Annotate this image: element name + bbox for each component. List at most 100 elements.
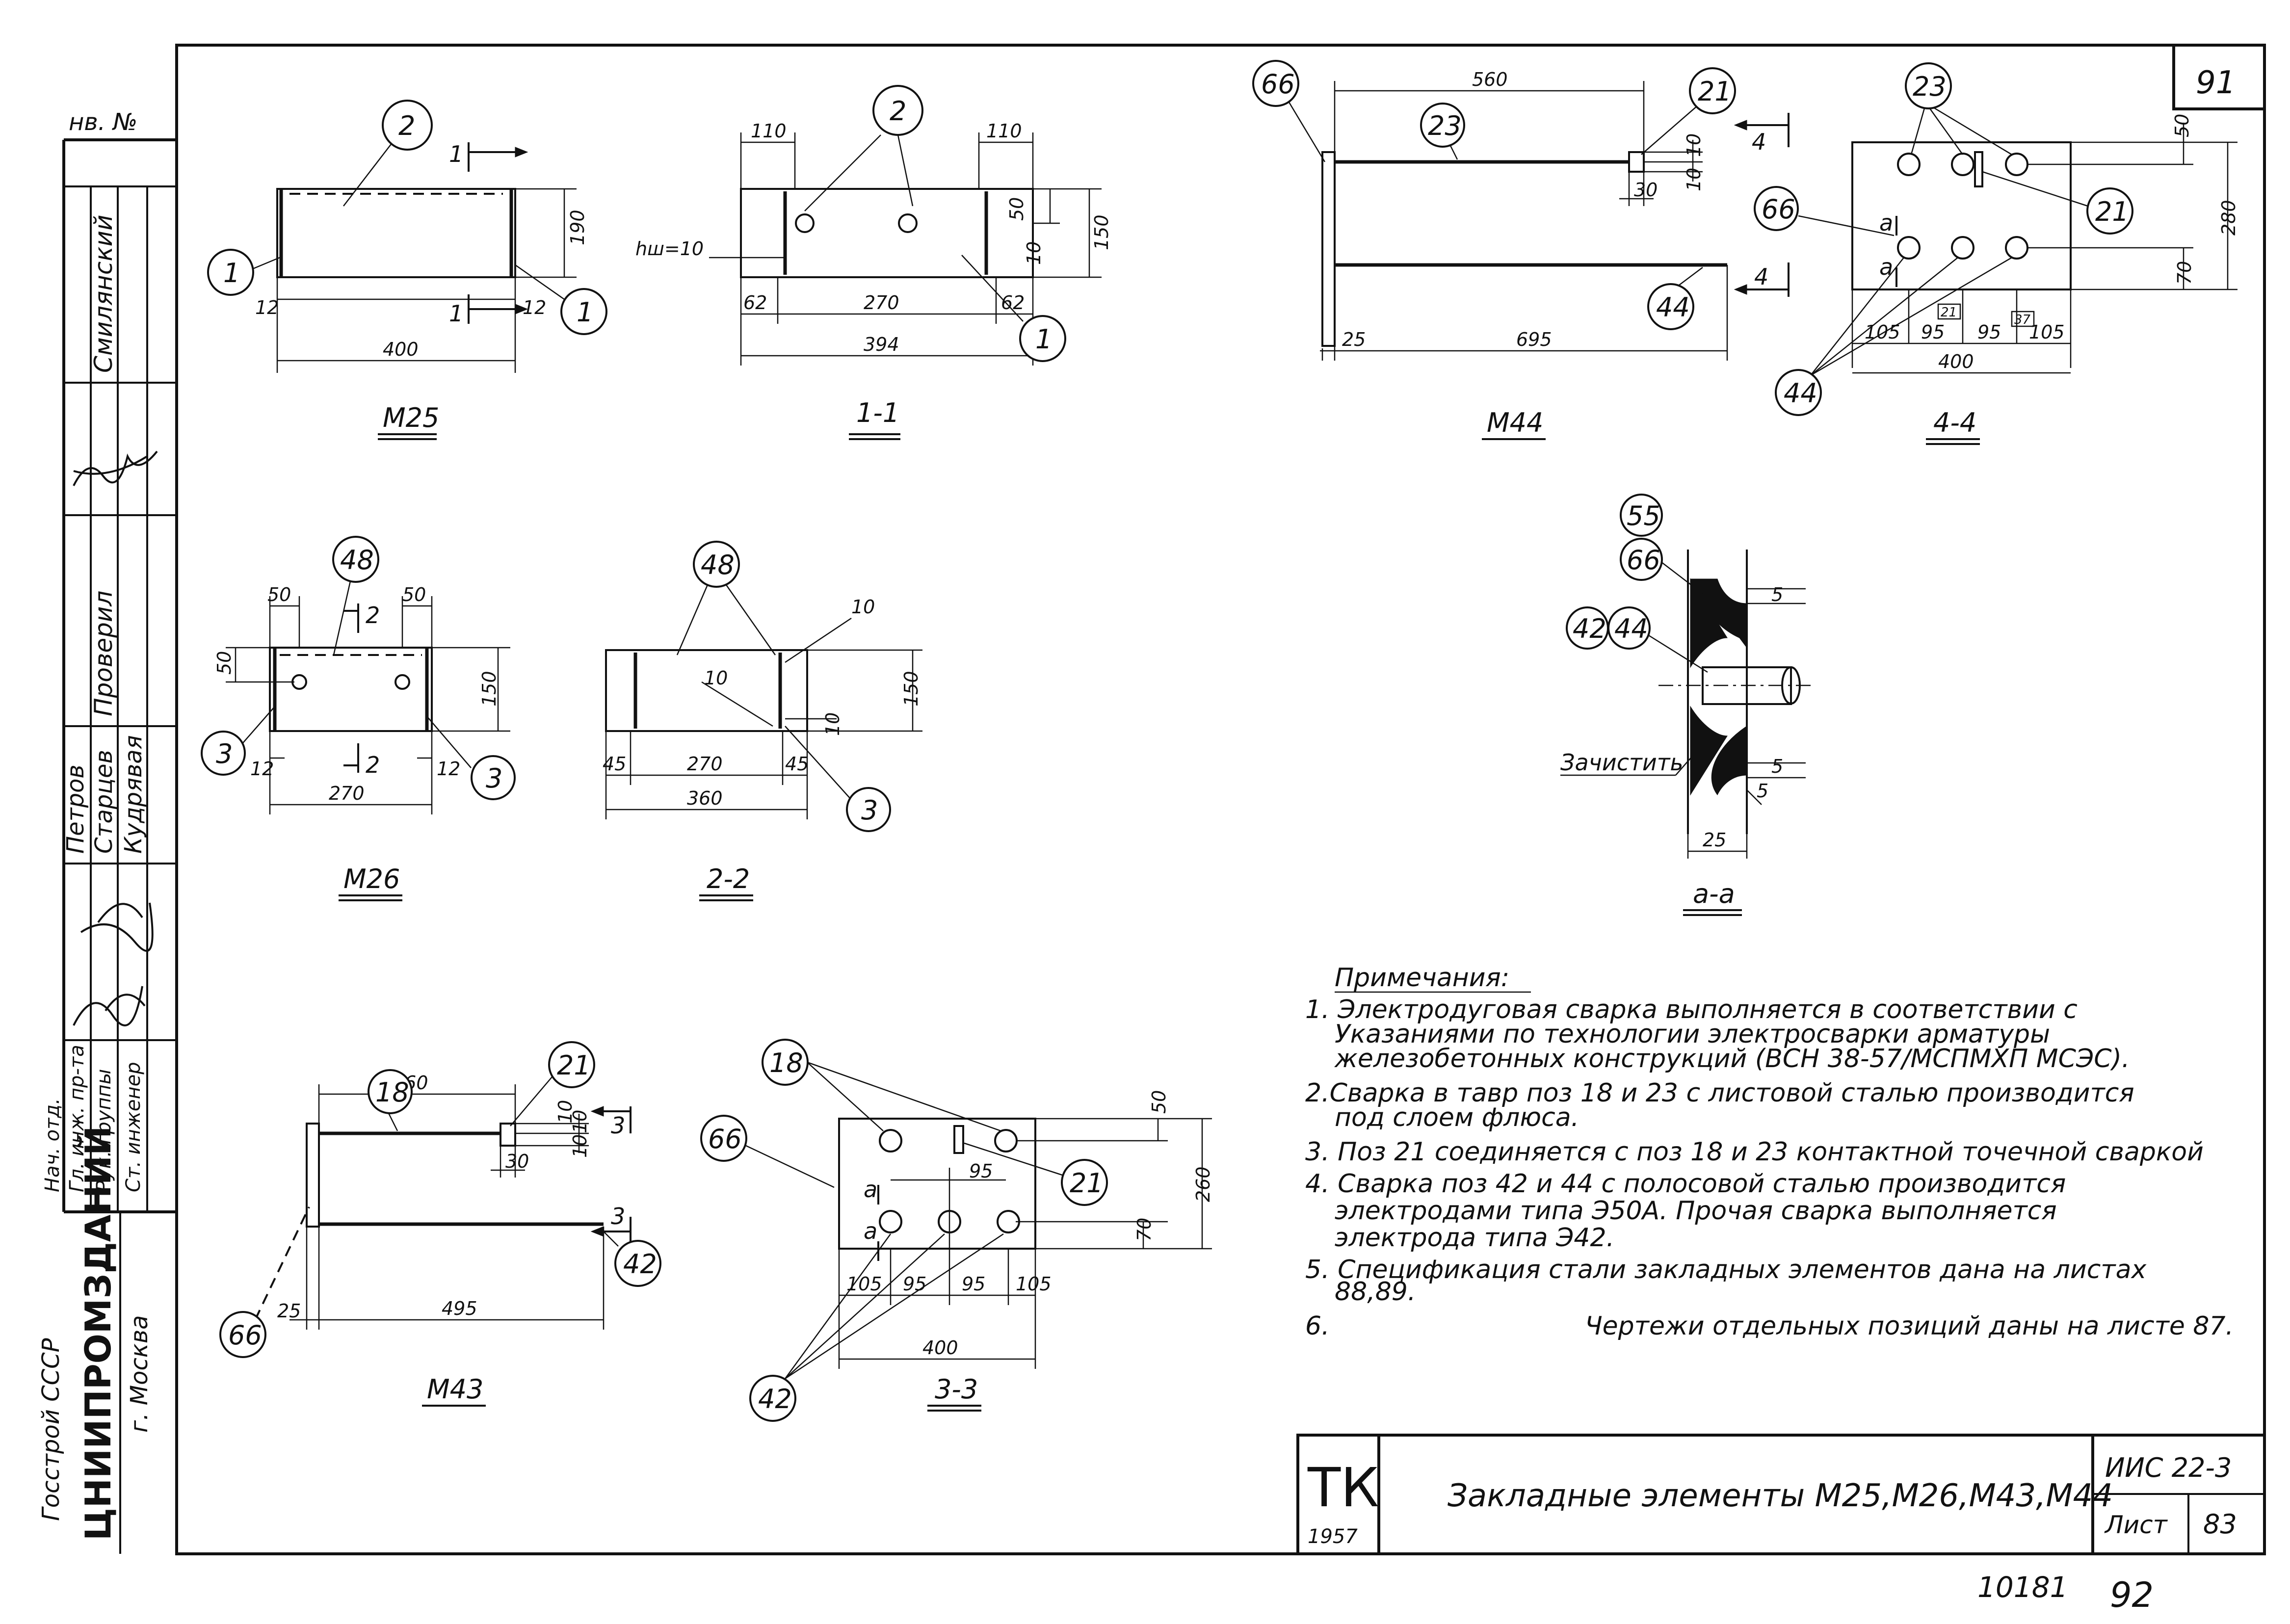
- section-mark: а: [864, 1218, 877, 1244]
- inv-label: нв. №: [69, 108, 137, 136]
- dim-text: 50: [1148, 1090, 1170, 1114]
- notes-heading: Примечания:: [1335, 963, 1509, 993]
- dim-text: 105: [2029, 321, 2065, 343]
- view-m43: 360 10 10 10 30 25 495 3 3 21 18 66: [219, 1041, 661, 1407]
- dim-text: 270: [864, 292, 899, 314]
- dim-text: 95: [962, 1273, 985, 1295]
- dim-text: 10: [569, 1110, 591, 1133]
- weld-note: hш=10: [635, 238, 704, 260]
- dim-text: 50: [2171, 114, 2193, 137]
- bubble-label: 66: [708, 1124, 742, 1154]
- dim-text: 50: [402, 584, 426, 605]
- dim-text: 50: [1006, 197, 1027, 221]
- section-mark: 1: [449, 141, 463, 167]
- dim-text: 50: [213, 651, 235, 675]
- title-logo: ТК: [1307, 1456, 1379, 1519]
- bubble-label: 21: [2095, 196, 2129, 227]
- note-line: 3. Поз 21 соединяется с поз 18 и 23 конт…: [1305, 1137, 2204, 1167]
- checked-name: Смилянский: [89, 214, 118, 373]
- bubble-label: 42: [1573, 613, 1606, 644]
- bubble-label: 18: [769, 1048, 803, 1078]
- dim-text: 110: [986, 120, 1022, 142]
- dim-text: 12: [255, 297, 279, 318]
- bubble-label: 44: [1784, 378, 1817, 409]
- bubble-label: 1: [577, 297, 593, 328]
- bubble-label: 66: [1762, 194, 1795, 225]
- section-mark: а: [1879, 254, 1893, 280]
- dim-text: 394: [864, 334, 899, 355]
- note-line: 4. Сварка поз 42 и 44 с полосовой сталью…: [1305, 1169, 2066, 1199]
- bubble-label: 3: [861, 795, 878, 826]
- note-line: 6.: [1305, 1311, 1330, 1341]
- dim-text: 5: [1757, 780, 1768, 802]
- view-caption: М44: [1487, 407, 1543, 438]
- dim-text: 10: [554, 1100, 576, 1124]
- dim-text: 25: [1342, 329, 1366, 350]
- view-m25: 400 12 12 190 1 1 2 1 1 М25: [207, 100, 607, 440]
- view-caption: М26: [343, 864, 400, 894]
- note-line: Указаниями по технологии электросварки а…: [1335, 1020, 2050, 1049]
- bubble-label: 66: [1261, 69, 1295, 100]
- dim-text: 560: [1472, 69, 1508, 90]
- organisation: ЦНИИПРОМЗДАНИЙ: [78, 1126, 119, 1541]
- dim-text: 45: [785, 753, 809, 775]
- bubble-label: 48: [340, 545, 374, 576]
- dim-text: 400: [922, 1337, 958, 1359]
- role-3: Рук. группы: [93, 1069, 115, 1192]
- view-caption: 4-4: [1933, 407, 1976, 438]
- dim-text: 62: [743, 292, 767, 314]
- page-number-box: [2172, 44, 2266, 110]
- role-1: Нач. отд.: [41, 1098, 64, 1192]
- dim-text: 360: [687, 787, 723, 809]
- view-m44: 560 10 10 30 25 695 4 4 66 23 21: [1252, 60, 1790, 440]
- dim-text: 190: [567, 210, 588, 245]
- dim-text: 95: [903, 1273, 926, 1295]
- dim-text: 495: [442, 1298, 477, 1319]
- bubble-label: 2: [890, 96, 906, 127]
- section-mark: 4: [1752, 129, 1766, 155]
- view-caption: а-а: [1693, 878, 1735, 909]
- dim-text: 5: [1771, 584, 1783, 605]
- dim-text: 95: [1921, 321, 1945, 343]
- bubble-label: 44: [1614, 613, 1648, 644]
- bubble-label: 3: [216, 738, 233, 769]
- dim-text: 10: [822, 712, 843, 736]
- marker-tag: 21: [1941, 305, 1957, 320]
- dim-text: 270: [687, 753, 723, 775]
- section-mark: 3: [611, 1203, 625, 1230]
- signature: [73, 450, 158, 486]
- dim-text: 70: [2174, 261, 2195, 285]
- dim-text: 50: [267, 584, 291, 605]
- section-mark: а: [864, 1176, 877, 1203]
- section-mark: 2: [366, 752, 380, 778]
- notes: Примечания: 1. Электродуговая сварка вып…: [1305, 963, 2234, 1341]
- note-line: электродами типа Э50А. Прочая сварка вып…: [1335, 1196, 2057, 1226]
- bubble-label: 21: [1698, 76, 1732, 107]
- dim-text: 25: [1703, 829, 1726, 851]
- signature: [97, 903, 146, 1012]
- dim-text: 70: [1133, 1218, 1155, 1241]
- section-mark: 4: [1754, 263, 1768, 290]
- sheet-frame: [175, 44, 2266, 1555]
- dim-text: 105: [846, 1273, 882, 1295]
- dim-text: 5: [1771, 756, 1783, 777]
- drawing-title: Закладные элементы М25,М26,М43,М44: [1448, 1478, 2113, 1514]
- checked-label: Проверил: [89, 591, 118, 716]
- bubble-label: 44: [1656, 292, 1690, 323]
- cleanup-label: Зачистить: [1560, 749, 1684, 776]
- view-caption: 1-1: [856, 397, 899, 428]
- dim-text: 150: [900, 671, 922, 707]
- view-caption: М43: [427, 1374, 483, 1405]
- bubble-label: 1: [223, 258, 240, 288]
- dim-text: 260: [1192, 1166, 1214, 1202]
- sheet-serial: 92: [2110, 1575, 2154, 1615]
- dim-text: 10: [1683, 168, 1705, 191]
- archive-number: 10181: [1977, 1571, 2068, 1604]
- dim-text: 45: [603, 753, 626, 775]
- note-line: Чертежи отдельных позиций даны на листе …: [1585, 1311, 2234, 1341]
- title-block: ТК 1957 Закладные элементы М25,М26,М43,М…: [1296, 1434, 2266, 1555]
- view-caption: 2-2: [707, 864, 750, 894]
- bubble-label: 23: [1428, 110, 1462, 141]
- section-4-4: 105 95 95 105 400 21 37 50 280 70 а а 23…: [1754, 62, 2239, 445]
